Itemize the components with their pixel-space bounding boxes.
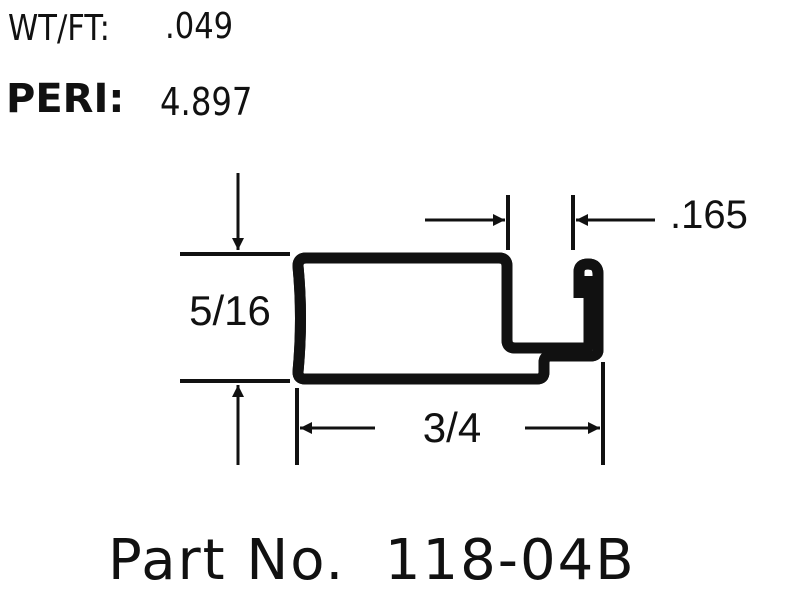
dimension-lines — [180, 173, 655, 465]
height-dimension: 5/16 — [189, 287, 271, 334]
perimeter-label: PERI: — [6, 76, 125, 122]
weight-per-foot-label: WT/FT: — [8, 8, 110, 49]
weight-per-foot-value: .049 — [165, 6, 234, 47]
profile-shape — [292, 252, 604, 385]
width-dimension: 3/4 — [423, 404, 481, 451]
opening-dimension: .165 — [670, 193, 748, 237]
part-number: Part No. 118-04B — [108, 528, 636, 593]
perimeter-value: 4.897 — [160, 80, 253, 124]
